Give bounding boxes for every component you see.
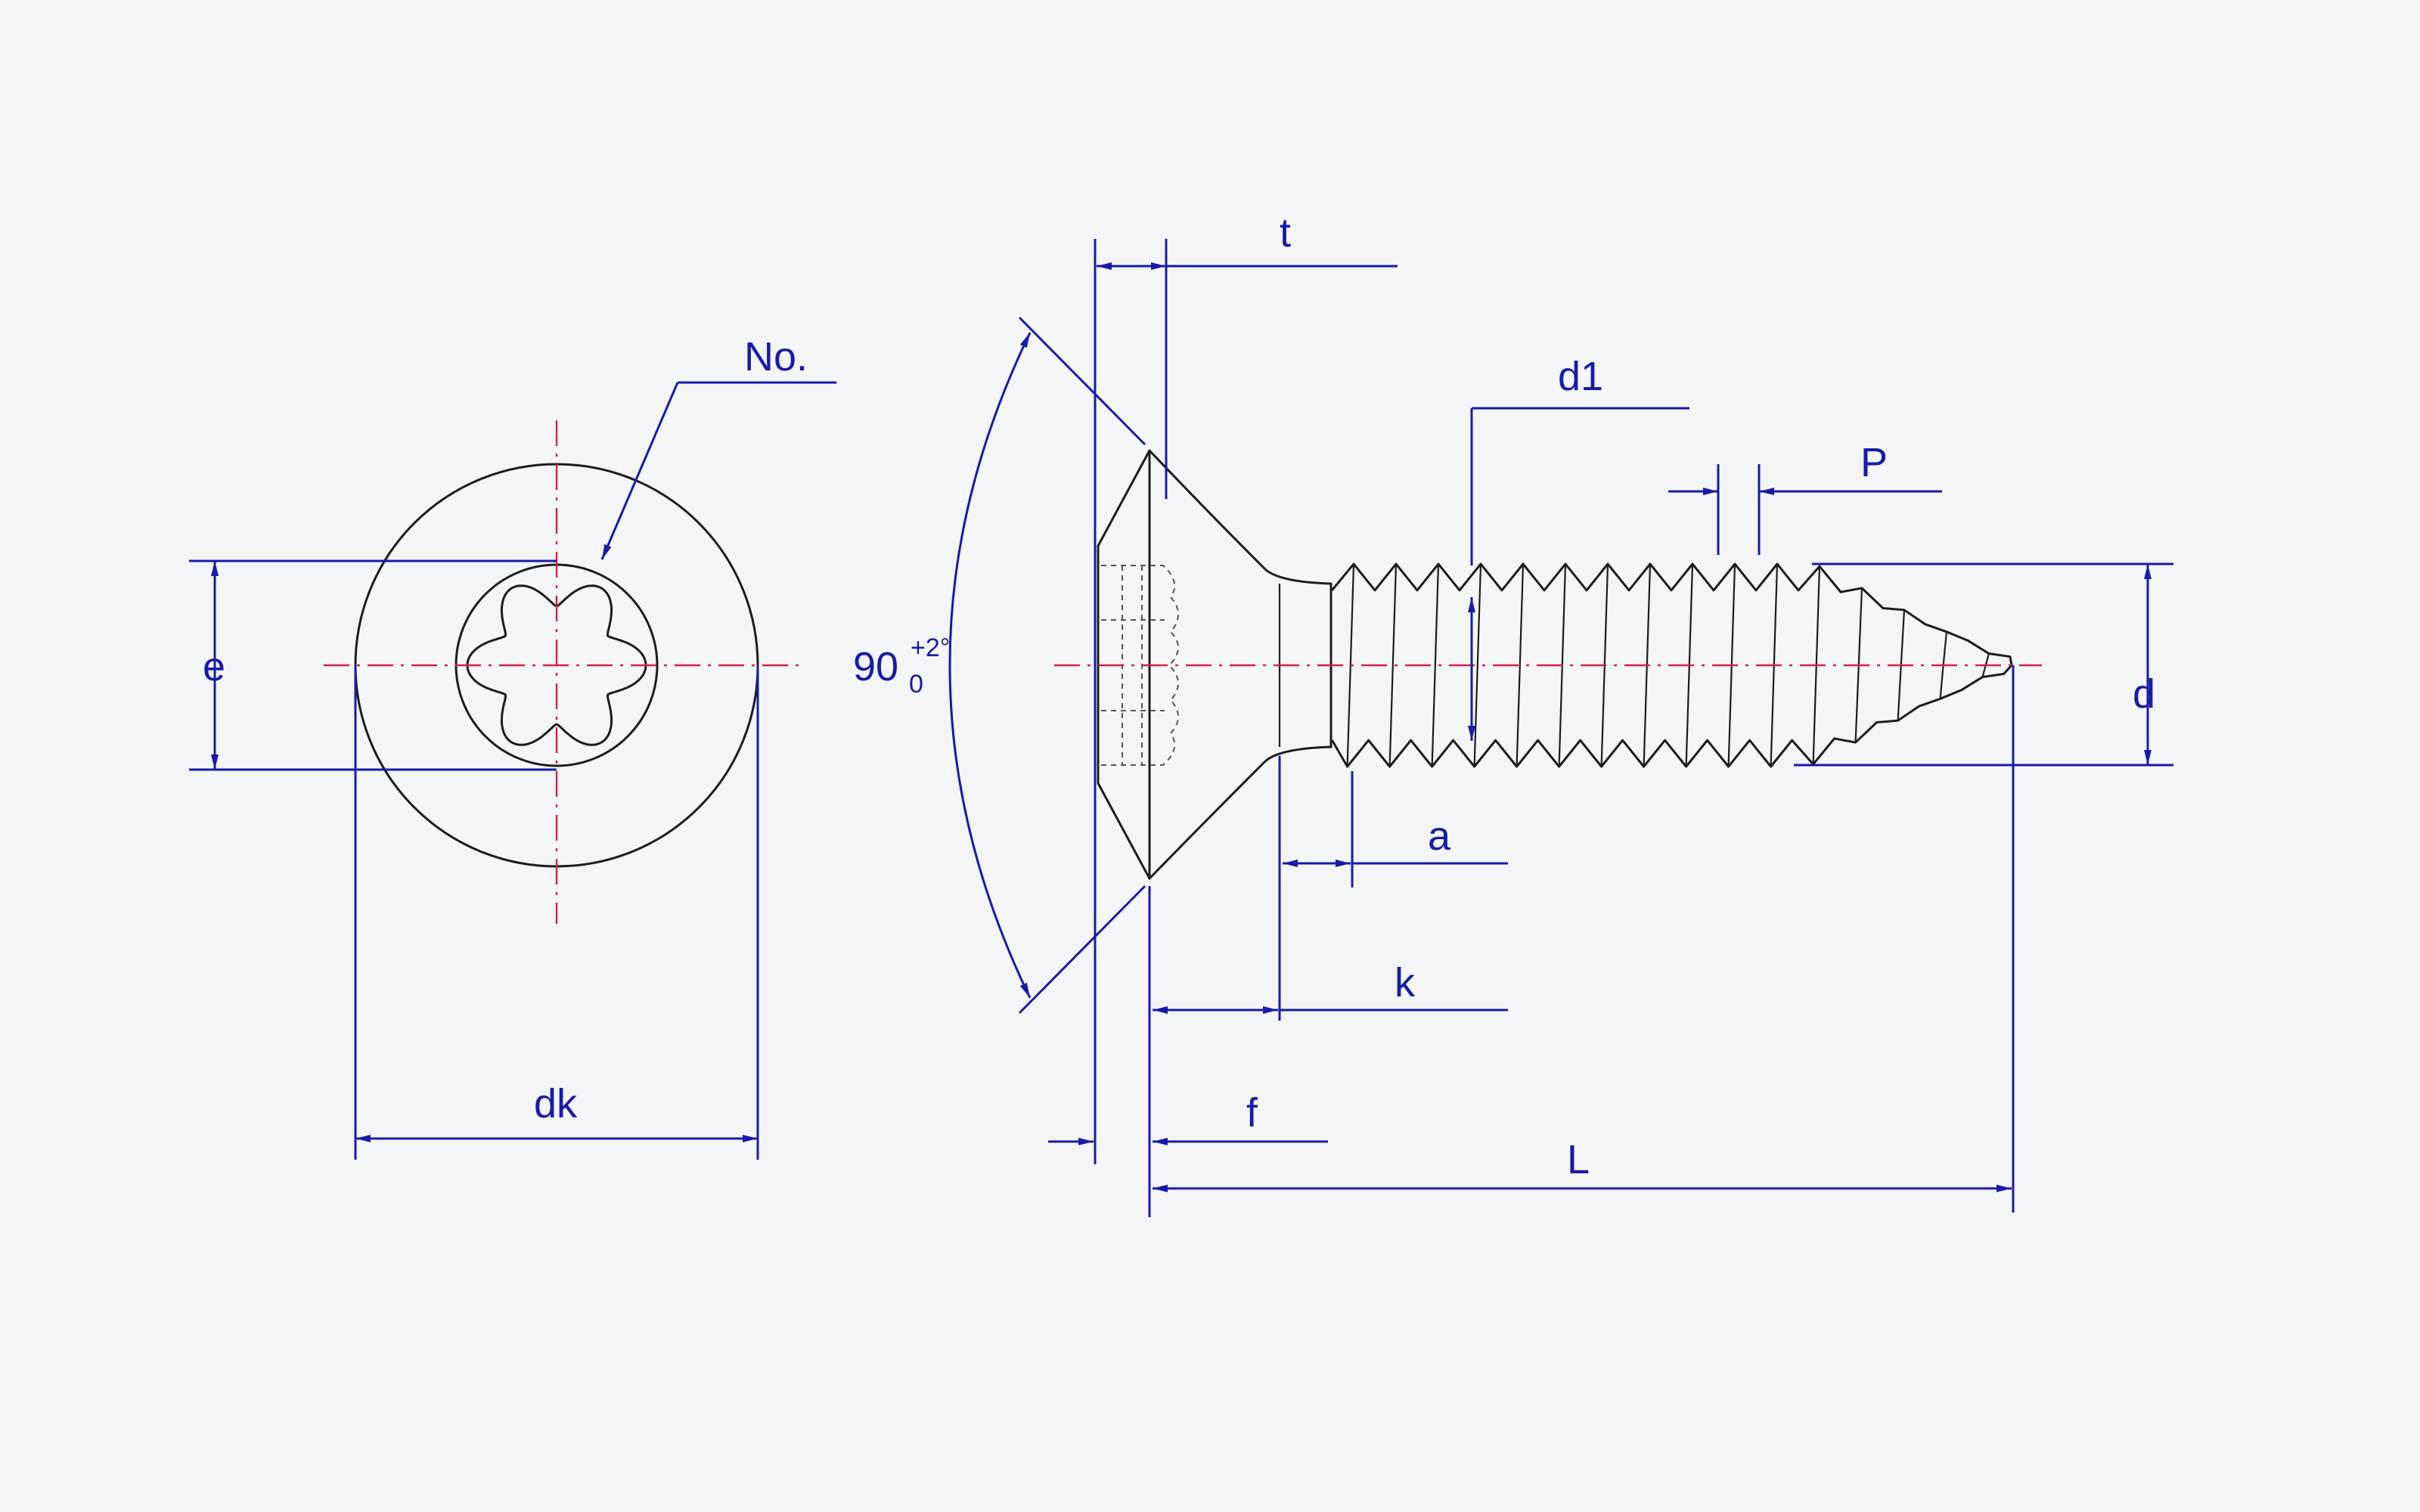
a-label: a bbox=[1428, 813, 1451, 859]
angle-label: 90 bbox=[853, 644, 898, 689]
d1-label: d1 bbox=[1558, 354, 1603, 399]
t-dimension: t bbox=[1094, 210, 1398, 1164]
e-dimension: e bbox=[189, 559, 557, 771]
a-dimension: a bbox=[1278, 756, 1508, 1021]
thread-crest bbox=[1388, 563, 1398, 767]
k-dimension: k bbox=[1148, 886, 1508, 1217]
thread-crest bbox=[1431, 563, 1440, 767]
angle-upper-tolerance: +2° bbox=[911, 634, 950, 662]
dk-dimension: dk bbox=[354, 665, 759, 1160]
f-dimension: f bbox=[1048, 1090, 1328, 1145]
e-label: e bbox=[203, 644, 225, 689]
thread-top-edge bbox=[1331, 562, 2013, 667]
head-taper bbox=[1148, 449, 1333, 880]
thread-crest bbox=[1346, 563, 1355, 767]
k-label: k bbox=[1395, 960, 1416, 1005]
head-top-view bbox=[324, 420, 800, 924]
countersunk-head bbox=[1097, 449, 1151, 880]
angle-lower-tolerance: 0 bbox=[909, 670, 923, 699]
dk-label: dk bbox=[534, 1081, 578, 1126]
d-label: d bbox=[2133, 671, 2155, 717]
no-label: No. bbox=[744, 334, 808, 380]
p-label: P bbox=[1860, 440, 1888, 485]
l-dimension: L bbox=[1153, 665, 2015, 1213]
d1-dimension: d1 bbox=[1468, 354, 1689, 741]
f-label: f bbox=[1246, 1090, 1258, 1136]
no-callout: No. bbox=[600, 334, 836, 560]
pitch-dimension: P bbox=[1668, 440, 1942, 555]
t-label: t bbox=[1280, 210, 1291, 256]
l-label: L bbox=[1567, 1137, 1590, 1182]
thread-crest bbox=[1516, 563, 1525, 767]
d-dimension: d bbox=[1794, 562, 2173, 767]
angle-dimension: 90 +2° 0 bbox=[853, 316, 1146, 1015]
screw-side-view bbox=[1054, 449, 2042, 880]
thread-crest bbox=[1473, 563, 1482, 767]
torx-socket-icon bbox=[466, 584, 647, 746]
thread-bottom-edge bbox=[1331, 664, 2013, 768]
